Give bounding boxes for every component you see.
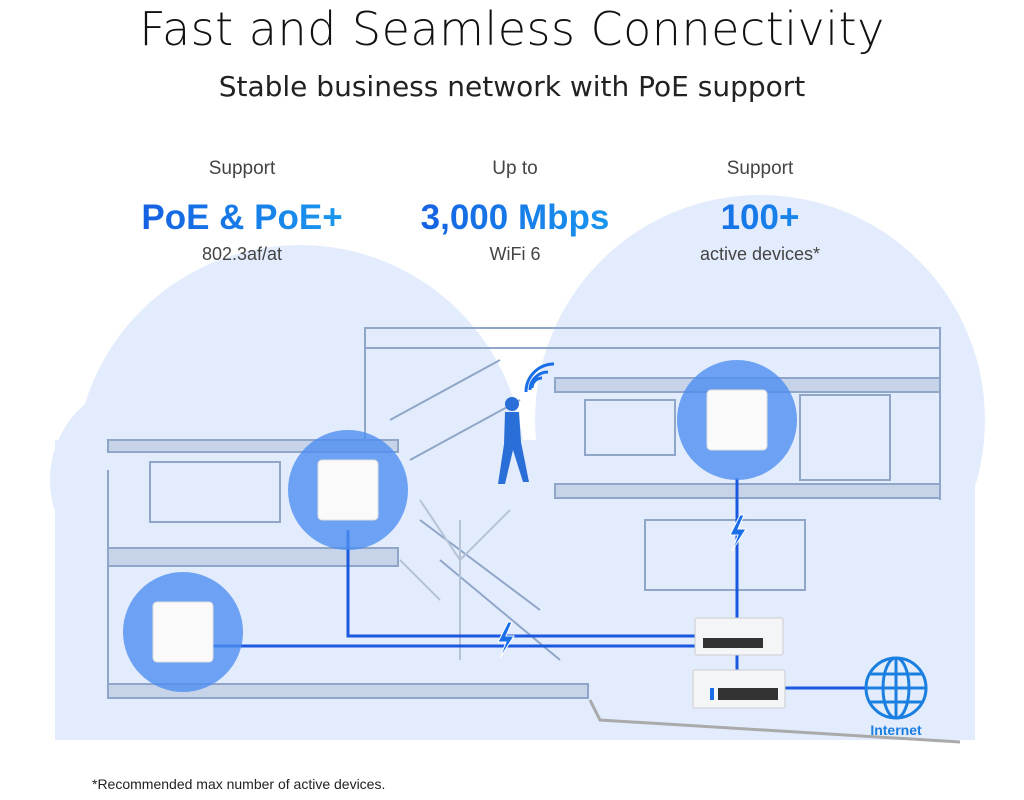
stat-label: Support	[208, 158, 276, 179]
stat-value: PoE & PoE+	[112, 198, 372, 242]
router	[692, 669, 786, 709]
wifi-icon	[524, 362, 555, 393]
access-point-icon	[152, 601, 214, 663]
stat-devices: Support 100+ active devices*	[630, 158, 890, 265]
stat-poe: Support PoE & PoE+ 802.3af/at	[112, 158, 372, 265]
access-point-3	[677, 360, 797, 480]
stat-value: 3,000 Mbps	[385, 198, 645, 242]
poe-switch	[694, 617, 784, 656]
internet-label: Internet	[870, 722, 922, 738]
cable-lines	[183, 478, 868, 690]
stat-detail: 802.3af/at	[201, 244, 283, 264]
access-point-icon	[317, 459, 379, 521]
stat-detail: WiFi 6	[489, 244, 541, 264]
globe-icon	[864, 656, 928, 720]
stat-label: Up to	[492, 158, 538, 179]
stat-speed: Up to 3,000 Mbps WiFi 6	[385, 158, 645, 265]
page-title: Fast and Seamless Connectivity	[139, 2, 885, 56]
person-with-phone	[498, 397, 529, 484]
building-outline	[107, 327, 961, 744]
access-point-icon	[706, 389, 768, 451]
page-subtitle: Stable business network with PoE support	[218, 70, 806, 103]
stat-detail: active devices*	[699, 244, 821, 264]
access-point-2	[123, 572, 243, 692]
stat-label: Support	[726, 158, 794, 179]
stat-value: 100+	[630, 198, 890, 242]
poe-bolt-icon	[497, 514, 747, 659]
access-point-1	[288, 430, 408, 550]
footnote: *Recommended max number of active device…	[92, 776, 386, 792]
